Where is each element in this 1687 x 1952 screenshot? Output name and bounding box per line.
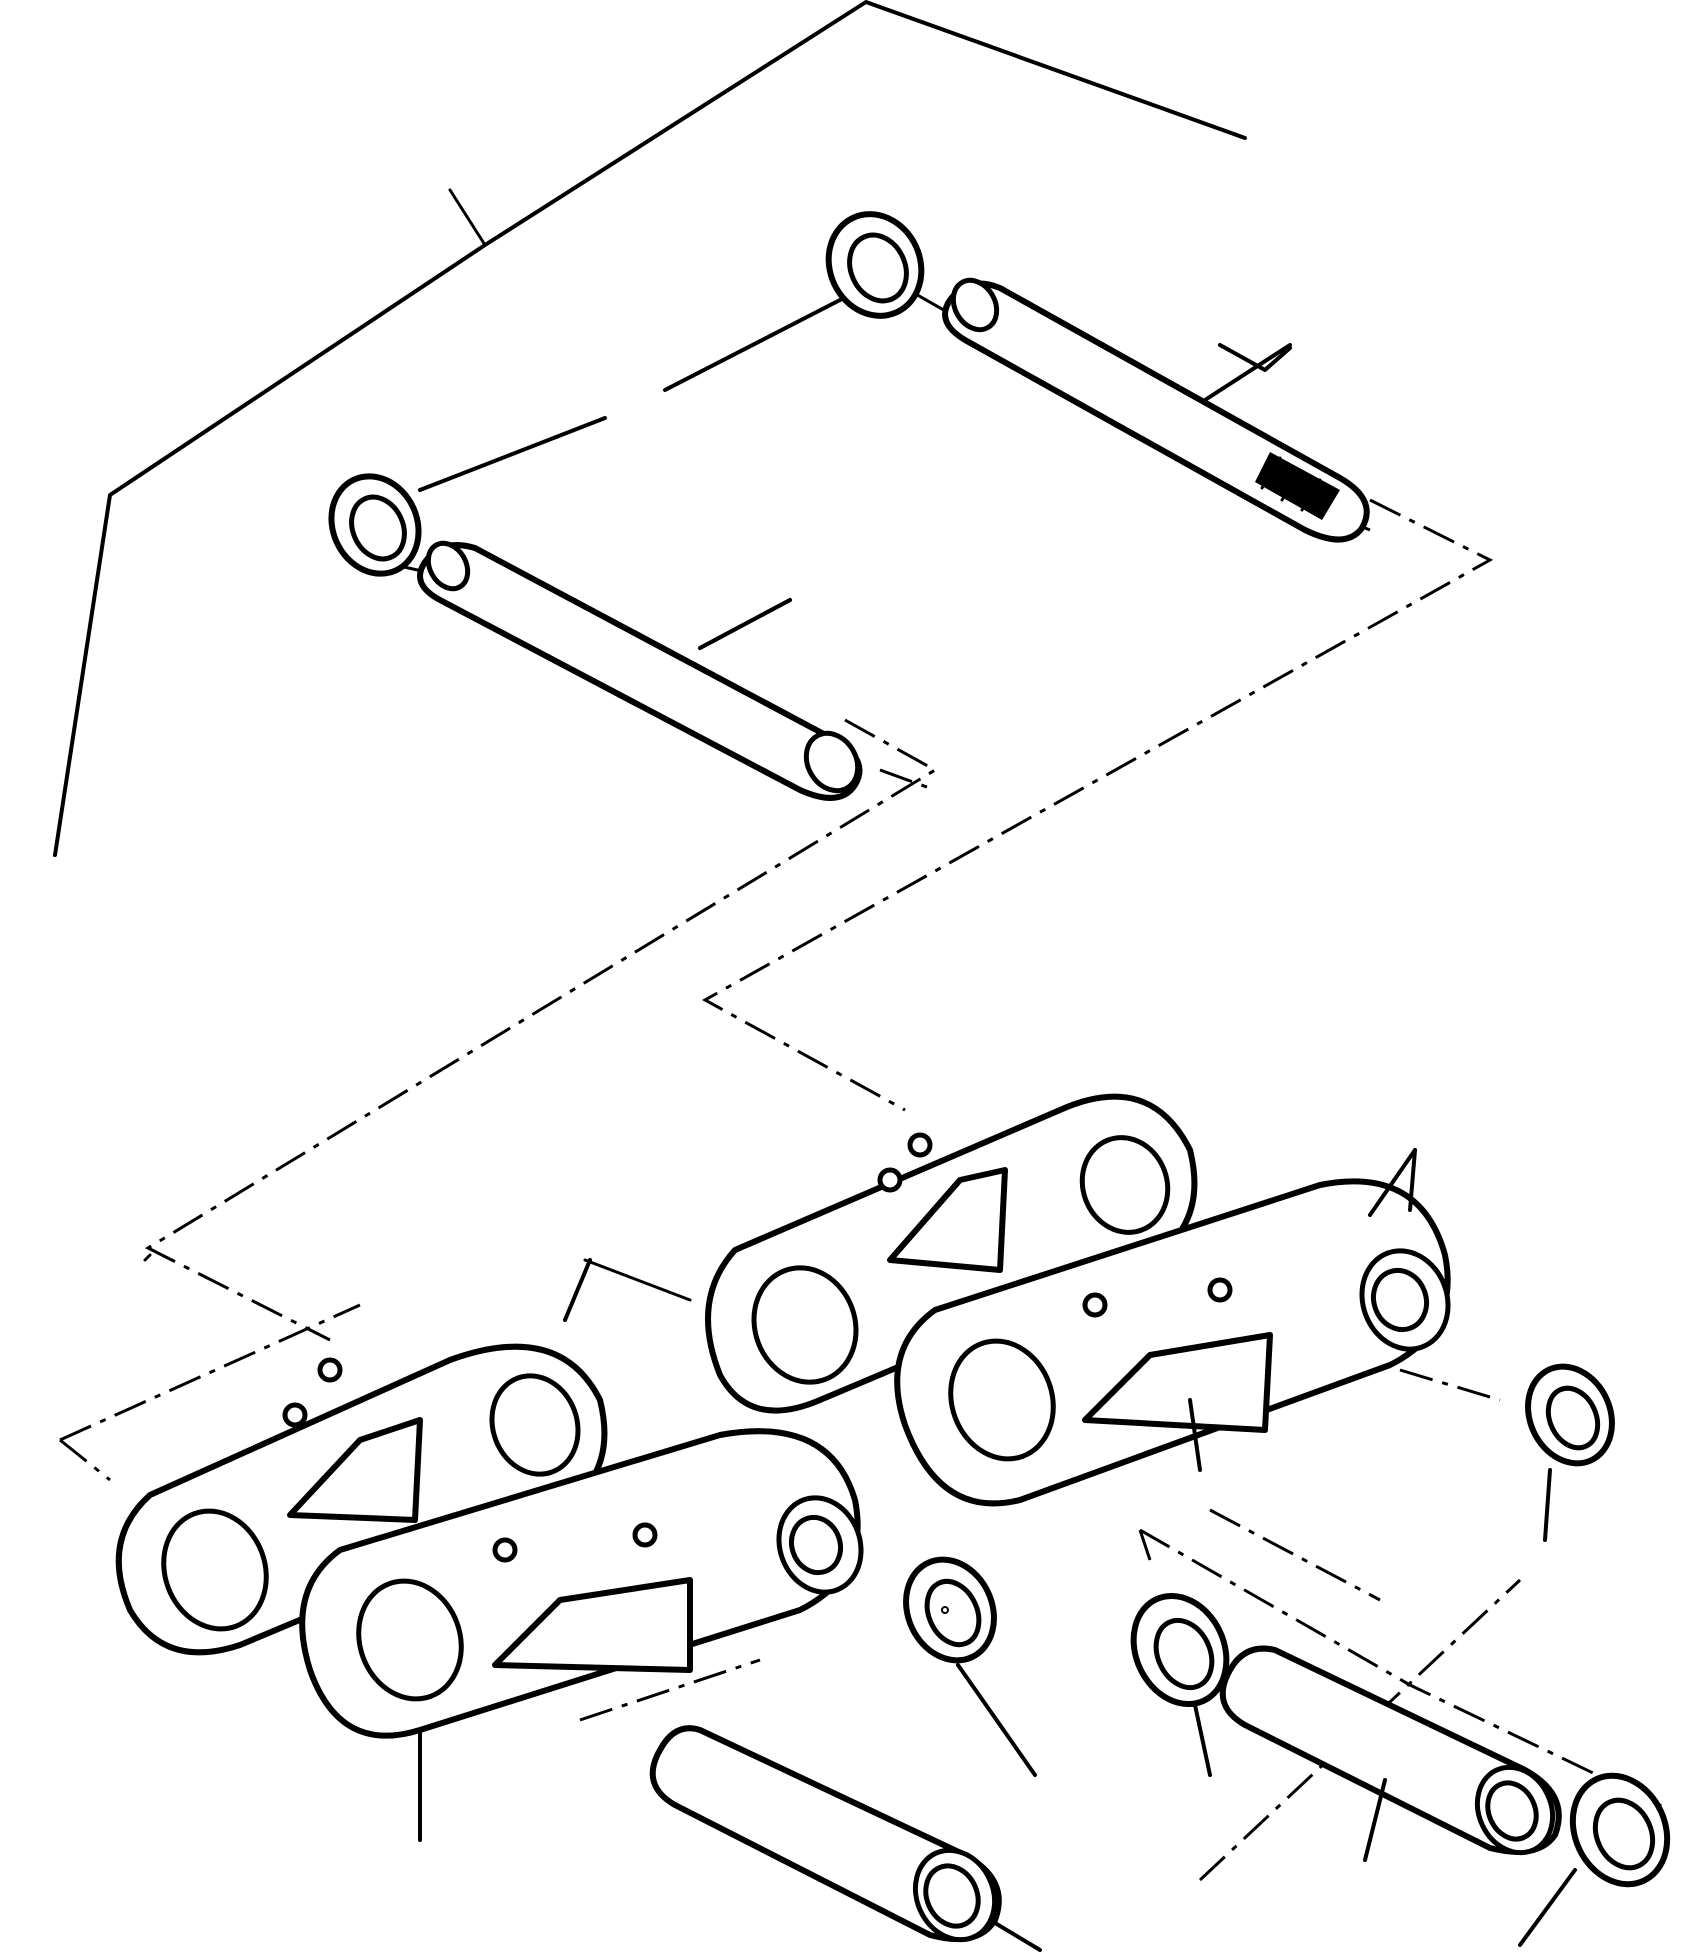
seal-ring-right-far (1525, 1363, 1615, 1542)
seal-ring-top (825, 211, 925, 319)
leader-lines (583, 1148, 1417, 1472)
assembly-boundary-lines (53, 0, 1292, 1262)
link-rear-right (705, 1093, 1198, 1414)
link-rear-left (115, 1258, 608, 1656)
bushing-left (649, 1725, 1042, 1952)
link-front-right (894, 1148, 1451, 1507)
seal-ring-right-outer (1518, 1772, 1671, 1947)
seal-ring-middle (328, 473, 422, 577)
seal-ring-left-bottom (903, 1556, 1037, 1777)
seal-ring-right-inner (1130, 1592, 1230, 1777)
center-lines (59, 263, 1671, 1882)
seal-ring-left-far (941, 1606, 949, 1614)
link-front-left (299, 1428, 864, 1842)
bushing-right (1219, 1645, 1562, 1862)
pin-top (942, 277, 1370, 543)
pin-middle (417, 540, 863, 801)
